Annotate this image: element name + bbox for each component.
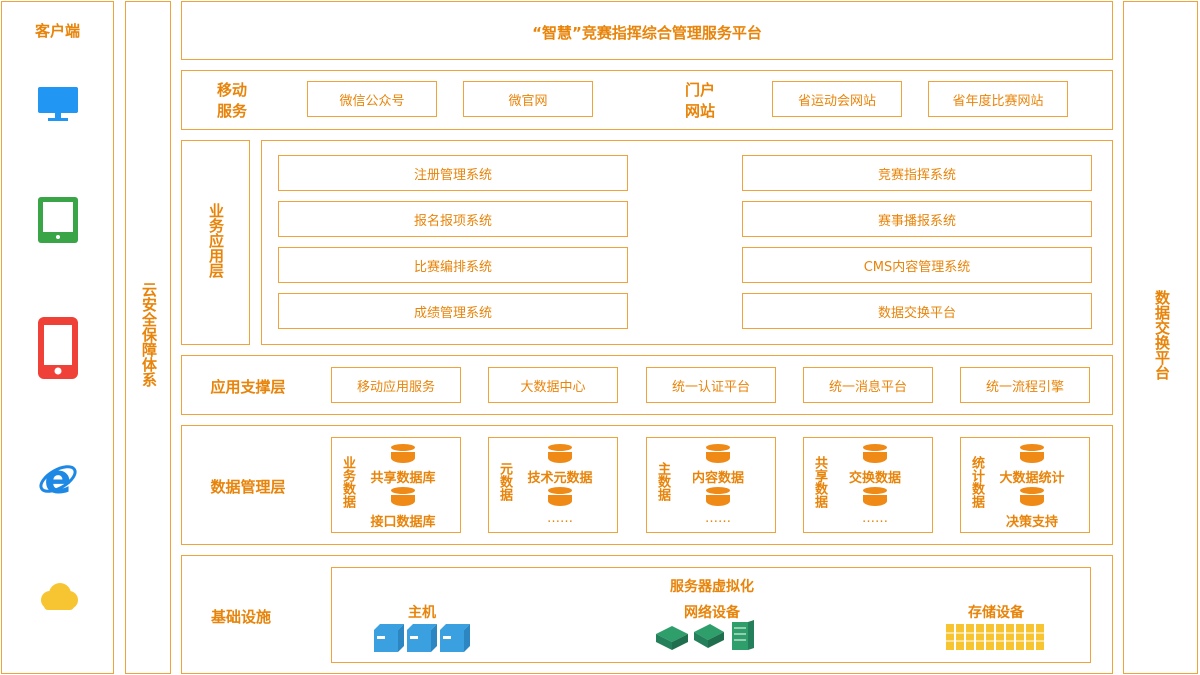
system-scheduling[interactable]: 比赛编排系统 bbox=[278, 247, 628, 283]
data-group-top: 共享数据库 bbox=[370, 471, 436, 486]
data-group-bottom: 决策支持 bbox=[1005, 515, 1058, 530]
database-icon bbox=[391, 444, 415, 464]
database-icon bbox=[706, 487, 730, 507]
data-group-bottom: …… bbox=[547, 511, 573, 526]
security-title: 云安全保障体系 bbox=[140, 282, 158, 387]
data-group-meta[interactable]: 元数据 技术元数据 …… bbox=[488, 437, 618, 533]
cloud-icon bbox=[41, 583, 78, 610]
phone-icon bbox=[38, 317, 78, 379]
support-row: 应用支撑层 移动应用服务 大数据中心 统一认证平台 统一消息平台 统一流程引擎 bbox=[181, 355, 1113, 415]
data-group-side-label: 元数据 bbox=[497, 462, 512, 501]
data-group-side-label: 统计数据 bbox=[969, 456, 984, 508]
data-group-side-label: 共享数据 bbox=[812, 456, 827, 508]
database-icon bbox=[863, 444, 887, 464]
system-enrollment[interactable]: 报名报项系统 bbox=[278, 201, 628, 237]
database-icon bbox=[706, 444, 730, 464]
data-mgmt-label: 数据管理层 bbox=[210, 478, 286, 496]
database-icon bbox=[391, 487, 415, 507]
exchange-panel: 数据交换平台 bbox=[1123, 1, 1198, 674]
data-group-master[interactable]: 主数据 内容数据 …… bbox=[646, 437, 776, 533]
database-icon bbox=[863, 487, 887, 507]
mobile-item-wechat[interactable]: 微信公众号 bbox=[307, 81, 437, 117]
security-panel: 云安全保障体系 bbox=[125, 1, 171, 674]
monitor-icon bbox=[38, 87, 78, 121]
support-mobile-service[interactable]: 移动应用服务 bbox=[331, 367, 461, 403]
data-group-top: 技术元数据 bbox=[527, 471, 593, 486]
platform-title: “智慧”竞赛指挥综合管理服务平台 bbox=[532, 24, 762, 42]
support-auth[interactable]: 统一认证平台 bbox=[646, 367, 776, 403]
data-group-side-label: 业务数据 bbox=[340, 456, 355, 508]
data-group-bottom: 接口数据库 bbox=[370, 515, 436, 530]
support-message[interactable]: 统一消息平台 bbox=[803, 367, 933, 403]
data-group-top: 交换数据 bbox=[848, 471, 901, 486]
storage-device-icon bbox=[946, 624, 1044, 650]
mobile-item-microsite[interactable]: 微官网 bbox=[463, 81, 593, 117]
virtualization-title: 服务器虚拟化 bbox=[670, 579, 754, 595]
data-group-top: 大数据统计 bbox=[999, 471, 1065, 486]
data-group-bottom: …… bbox=[705, 511, 731, 526]
database-icon bbox=[1020, 487, 1044, 507]
business-systems-box: 注册管理系统 报名报项系统 比赛编排系统 成绩管理系统 竞赛指挥系统 赛事播报系… bbox=[261, 140, 1113, 345]
client-panel: 客户端 e bbox=[1, 1, 114, 674]
client-title: 客户端 bbox=[34, 22, 80, 40]
data-group-bottom: …… bbox=[862, 511, 888, 526]
support-workflow[interactable]: 统一流程引擎 bbox=[960, 367, 1090, 403]
system-registration[interactable]: 注册管理系统 bbox=[278, 155, 628, 191]
virtualization-box: 服务器虚拟化 主机 网络设备 存储设备 bbox=[331, 567, 1091, 663]
data-group-shared[interactable]: 共享数据 交换数据 …… bbox=[803, 437, 933, 533]
business-label-box: 业务应用层 bbox=[181, 140, 250, 345]
mobile-label: 移动 服务 bbox=[216, 81, 247, 120]
portal-item-games[interactable]: 省运动会网站 bbox=[772, 81, 902, 117]
host-label: 主机 bbox=[408, 605, 436, 621]
data-group-stats[interactable]: 统计数据 大数据统计 决策支持 bbox=[960, 437, 1090, 533]
tablet-icon bbox=[38, 197, 78, 243]
portal-label: 门户 网站 bbox=[684, 81, 715, 120]
database-icon bbox=[548, 444, 572, 464]
infra-label: 基础设施 bbox=[210, 608, 271, 626]
storage-label: 存储设备 bbox=[968, 605, 1024, 621]
server-host-icon bbox=[374, 624, 470, 652]
data-group-side-label: 主数据 bbox=[655, 462, 670, 501]
system-cms[interactable]: CMS内容管理系统 bbox=[742, 247, 1092, 283]
exchange-title: 数据交换平台 bbox=[1153, 290, 1171, 380]
network-device-icon bbox=[656, 620, 754, 650]
mobile-row: 移动 服务 微信公众号 微官网 门户 网站 省运动会网站 省年度比赛网站 bbox=[181, 70, 1113, 130]
business-label: 业务应用层 bbox=[207, 203, 225, 278]
system-command[interactable]: 竞赛指挥系统 bbox=[742, 155, 1092, 191]
platform-header: “智慧”竞赛指挥综合管理服务平台 bbox=[181, 1, 1113, 60]
system-data-exchange[interactable]: 数据交换平台 bbox=[742, 293, 1092, 329]
system-results[interactable]: 成绩管理系统 bbox=[278, 293, 628, 329]
portal-item-annual[interactable]: 省年度比赛网站 bbox=[928, 81, 1068, 117]
system-broadcast[interactable]: 赛事播报系统 bbox=[742, 201, 1092, 237]
data-group-business[interactable]: 业务数据 共享数据库 接口数据库 bbox=[331, 437, 461, 533]
data-mgmt-row: 数据管理层 业务数据 共享数据库 接口数据库 元数据 技术元数据 …… 主数据 … bbox=[181, 425, 1113, 545]
ie-browser-icon: e bbox=[39, 459, 77, 501]
support-label: 应用支撑层 bbox=[210, 378, 286, 396]
network-label: 网络设备 bbox=[684, 605, 740, 621]
infra-row: 基础设施 服务器虚拟化 主机 网络设备 存储设备 bbox=[181, 555, 1113, 674]
database-icon bbox=[548, 487, 572, 507]
support-big-data[interactable]: 大数据中心 bbox=[488, 367, 618, 403]
database-icon bbox=[1020, 444, 1044, 464]
data-group-top: 内容数据 bbox=[691, 471, 744, 486]
